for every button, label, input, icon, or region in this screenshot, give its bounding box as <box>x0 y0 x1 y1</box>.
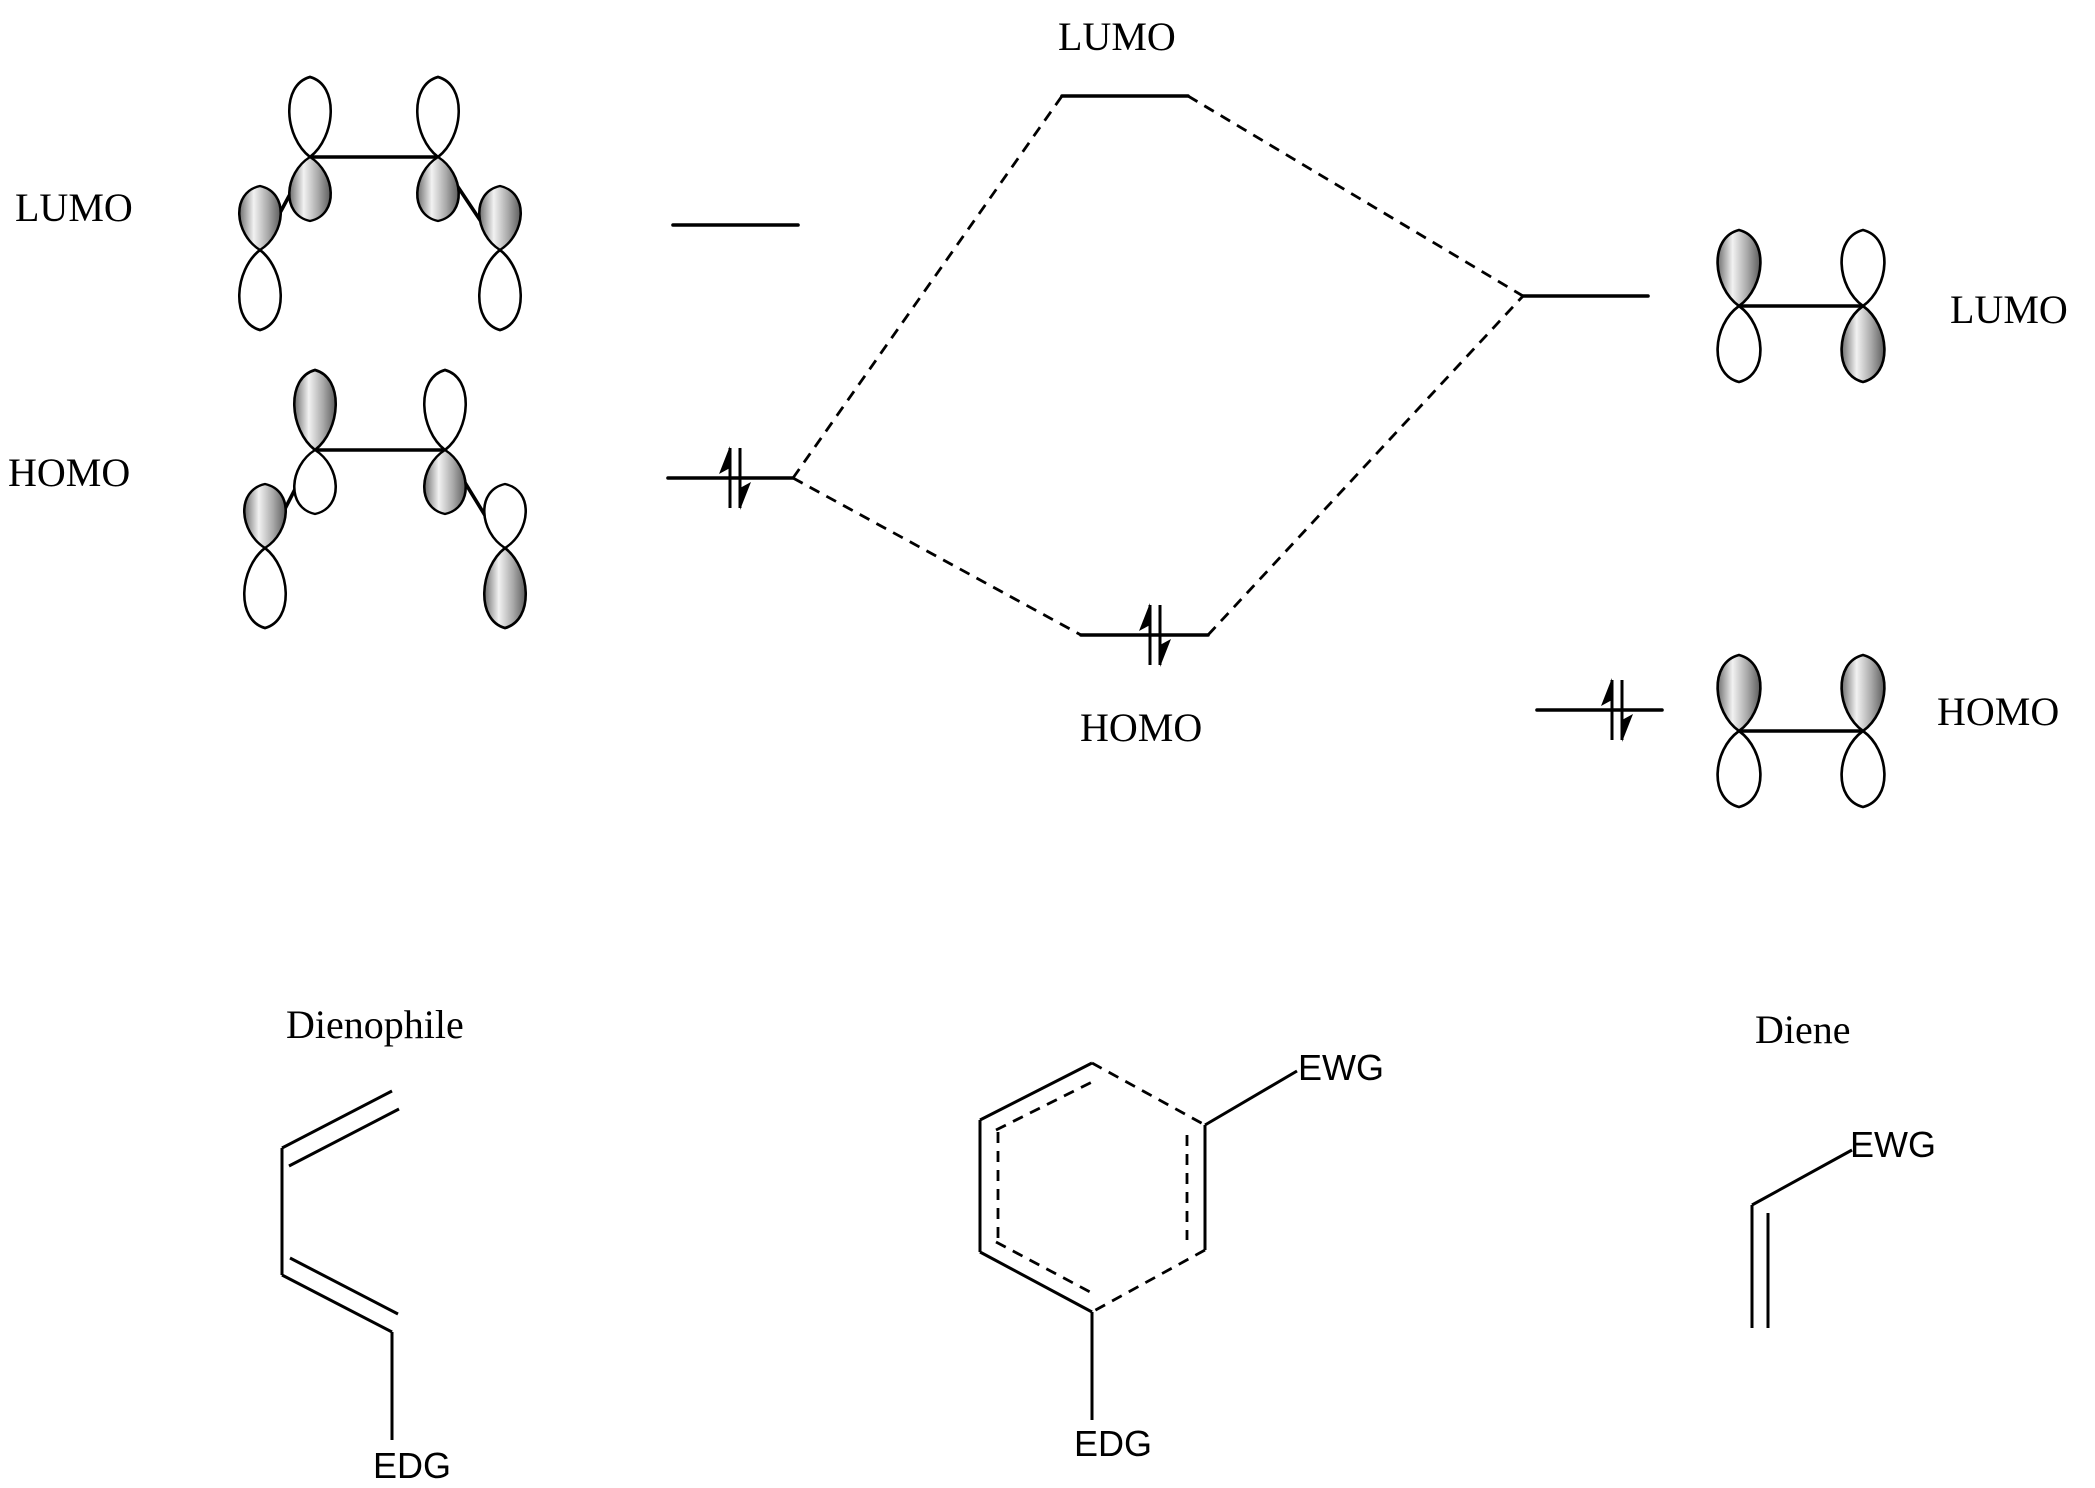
open-lobe-icon <box>1840 228 1886 308</box>
open-lobe-icon <box>292 448 338 516</box>
shaded-lobe-icon <box>1716 228 1762 308</box>
center-homo-label: HOMO <box>1080 705 1202 750</box>
edg-label: EDG <box>373 1445 451 1486</box>
correlation-line <box>792 476 1082 637</box>
diene-structure: EWG <box>1750 1124 1936 1328</box>
open-lobe-icon <box>415 75 461 159</box>
right-homo-orbital-diagram <box>1716 653 1886 809</box>
bond <box>289 1256 399 1316</box>
shaded-lobe-icon <box>1716 653 1762 733</box>
bond <box>281 1273 393 1334</box>
bond <box>1204 1069 1298 1127</box>
edg-label: EDG <box>1074 1423 1152 1464</box>
forming-bond <box>1091 1248 1206 1314</box>
shaded-lobe-icon <box>1840 304 1886 384</box>
open-lobe-icon <box>482 482 528 550</box>
shaded-lobe-icon <box>292 368 338 452</box>
dienophile-label: Dienophile <box>286 1002 464 1047</box>
bond <box>979 1061 1093 1122</box>
correlation-line <box>1187 94 1524 298</box>
forming-bond <box>1091 1061 1206 1127</box>
right-lumo-orbital-diagram <box>1716 228 1886 384</box>
shaded-lobe-icon <box>1840 653 1886 733</box>
shaded-lobe-icon <box>415 155 461 223</box>
open-lobe-icon <box>287 75 333 159</box>
dienophile-structure: EDG <box>280 1089 451 1486</box>
open-lobe-icon <box>477 248 523 332</box>
left-homo-label: HOMO <box>8 450 130 495</box>
correlation-line <box>1206 295 1525 636</box>
bond <box>1751 1148 1853 1207</box>
shaded-lobe-icon <box>482 546 528 630</box>
shaded-lobe-icon <box>422 448 468 516</box>
open-lobe-icon <box>1716 729 1762 809</box>
left-homo-orbital-diagram <box>242 368 528 630</box>
open-lobe-icon <box>242 546 288 630</box>
shaded-lobe-icon <box>237 184 283 252</box>
open-lobe-icon <box>237 248 283 332</box>
diene-label: Diene <box>1755 1007 1851 1052</box>
open-lobe-icon <box>1716 304 1762 384</box>
open-lobe-icon <box>1840 729 1886 809</box>
left-lumo-label: LUMO <box>15 185 133 230</box>
transition-state-structure: EWG EDG <box>978 1047 1384 1464</box>
right-lumo-label: LUMO <box>1950 287 2068 332</box>
correlation-line <box>791 95 1064 479</box>
bond <box>281 1089 393 1150</box>
bond <box>288 1107 400 1168</box>
left-lumo-orbital-diagram <box>237 75 523 332</box>
shaded-lobe-icon <box>477 184 523 252</box>
shaded-lobe-icon <box>287 155 333 223</box>
shaded-lobe-icon <box>242 482 288 550</box>
open-lobe-icon <box>422 368 468 452</box>
center-lumo-label: LUMO <box>1058 14 1176 59</box>
bond <box>979 1250 1093 1314</box>
ewg-label: EWG <box>1850 1124 1936 1165</box>
ewg-label: EWG <box>1298 1047 1384 1088</box>
right-homo-label: HOMO <box>1937 689 2059 734</box>
